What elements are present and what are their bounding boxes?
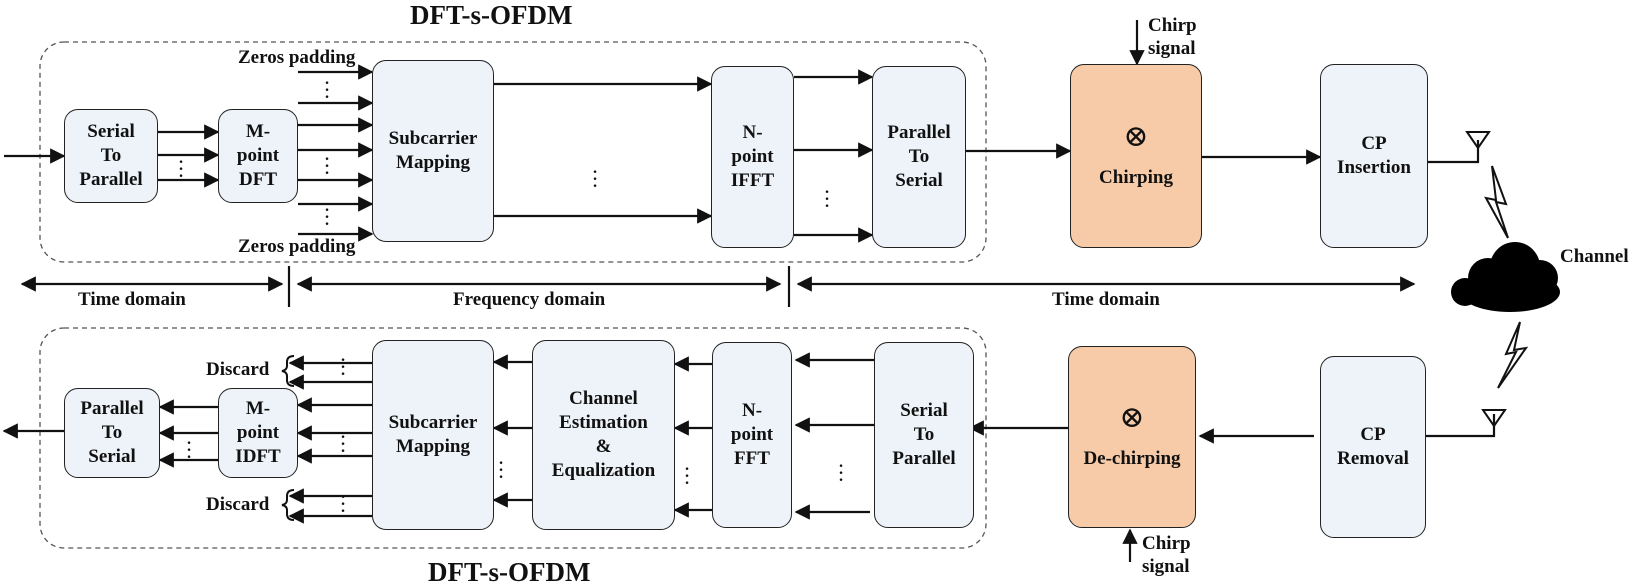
time-domain-left-label: Time domain — [78, 289, 186, 310]
channel-estimation-label: Channel Estimation & Equalization — [551, 388, 656, 481]
tx-zeros-padding-top-label: Zeros padding — [238, 47, 356, 68]
rx-chirp-signal-label: Chirp signal — [1142, 533, 1191, 577]
ellipsis-dots: ··· — [178, 154, 184, 185]
ellipsis-dots: ··· — [340, 352, 346, 383]
tx-parallel-to-serial-block: Parallel To Serial — [872, 66, 966, 248]
cp-removal-block: CP Removal — [1320, 356, 1426, 538]
tx-parallel-to-serial-label: Parallel To Serial — [887, 122, 951, 191]
tx-dft-s-ofdm-container — [39, 41, 987, 263]
tx-m-point-dft-label: M- point DFT — [236, 121, 280, 190]
chirping-label: Chirping — [1099, 167, 1173, 188]
lightning-bolt-rx-icon — [1497, 321, 1529, 389]
multiply-icon: ⊗ — [1123, 120, 1149, 153]
ellipsis-dots: ··· — [824, 184, 830, 215]
tx-title: DFT-s-OFDM — [410, 0, 573, 30]
rx-n-point-fft-block: N- point FFT — [712, 342, 792, 528]
dechirping-label: De-chirping — [1083, 448, 1181, 469]
rx-n-point-fft-label: N- point FFT — [730, 400, 774, 469]
tx-subcarrier-mapping-label: Subcarrier Mapping — [388, 128, 478, 173]
tx-subcarrier-mapping-block: Subcarrier Mapping — [372, 60, 494, 242]
ellipsis-dots: ··· — [592, 164, 598, 195]
rx-dft-s-ofdm-container — [39, 327, 987, 549]
cp-insertion-label: CP Insertion — [1337, 133, 1411, 178]
rx-title: DFT-s-OFDM — [428, 557, 591, 587]
discard-brace-bottom — [281, 489, 295, 521]
rx-antenna-icon — [1481, 409, 1507, 434]
channel-label: Channel — [1560, 246, 1629, 267]
tx-serial-to-parallel-block: Serial To Parallel — [64, 109, 158, 203]
discard-top-label: Discard — [206, 359, 270, 380]
ellipsis-dots: ··· — [340, 429, 346, 460]
tx-m-point-dft-block: M- point DFT — [218, 109, 298, 203]
tx-serial-to-parallel-label: Serial To Parallel — [79, 121, 143, 190]
ellipsis-dots: ··· — [838, 458, 844, 489]
cp-removal-label: CP Removal — [1337, 424, 1409, 469]
cloud-icon — [1451, 242, 1560, 312]
tx-antenna-icon — [1465, 131, 1491, 160]
tx-n-point-ifft-block: N- point IFFT — [711, 66, 794, 248]
ellipsis-dots: ··· — [324, 202, 330, 233]
ellipsis-dots: ··· — [498, 455, 504, 486]
ellipsis-dots: ··· — [186, 435, 192, 466]
tx-chirp-signal-label: Chirp signal — [1148, 15, 1197, 59]
cp-insertion-block: CP Insertion — [1320, 64, 1428, 248]
rx-parallel-to-serial-block: Parallel To Serial — [64, 388, 160, 478]
channel-estimation-block: Channel Estimation & Equalization — [532, 340, 675, 530]
rx-serial-to-parallel-block: Serial To Parallel — [874, 342, 974, 528]
discard-brace-top — [281, 355, 295, 387]
dechirping-block: ⊗ De-chirping — [1068, 346, 1196, 528]
rx-parallel-to-serial-label: Parallel To Serial — [80, 398, 144, 467]
frequency-domain-label: Frequency domain — [453, 289, 606, 310]
rx-subcarrier-mapping-block: Subcarrier Mapping — [372, 340, 494, 530]
lightning-bolt-tx-icon — [1484, 165, 1509, 239]
ellipsis-dots: ··· — [324, 151, 330, 182]
rx-serial-to-parallel-label: Serial To Parallel — [892, 400, 956, 469]
tx-n-point-ifft-label: N- point IFFT — [730, 122, 775, 191]
rx-subcarrier-mapping-label: Subcarrier Mapping — [388, 412, 478, 457]
ellipsis-dots: ··· — [340, 489, 346, 520]
ellipsis-dots: ··· — [324, 75, 330, 106]
chirping-block: ⊗ Chirping — [1070, 64, 1202, 248]
discard-bottom-label: Discard — [206, 494, 270, 515]
ellipsis-dots: ··· — [684, 461, 690, 492]
multiply-icon: ⊗ — [1119, 401, 1145, 434]
tx-zeros-padding-bottom-label: Zeros padding — [238, 236, 356, 257]
time-domain-right-label: Time domain — [1052, 289, 1160, 310]
rx-m-point-idft-block: M- point IDFT — [218, 388, 298, 478]
rx-m-point-idft-label: M- point IDFT — [235, 398, 281, 467]
